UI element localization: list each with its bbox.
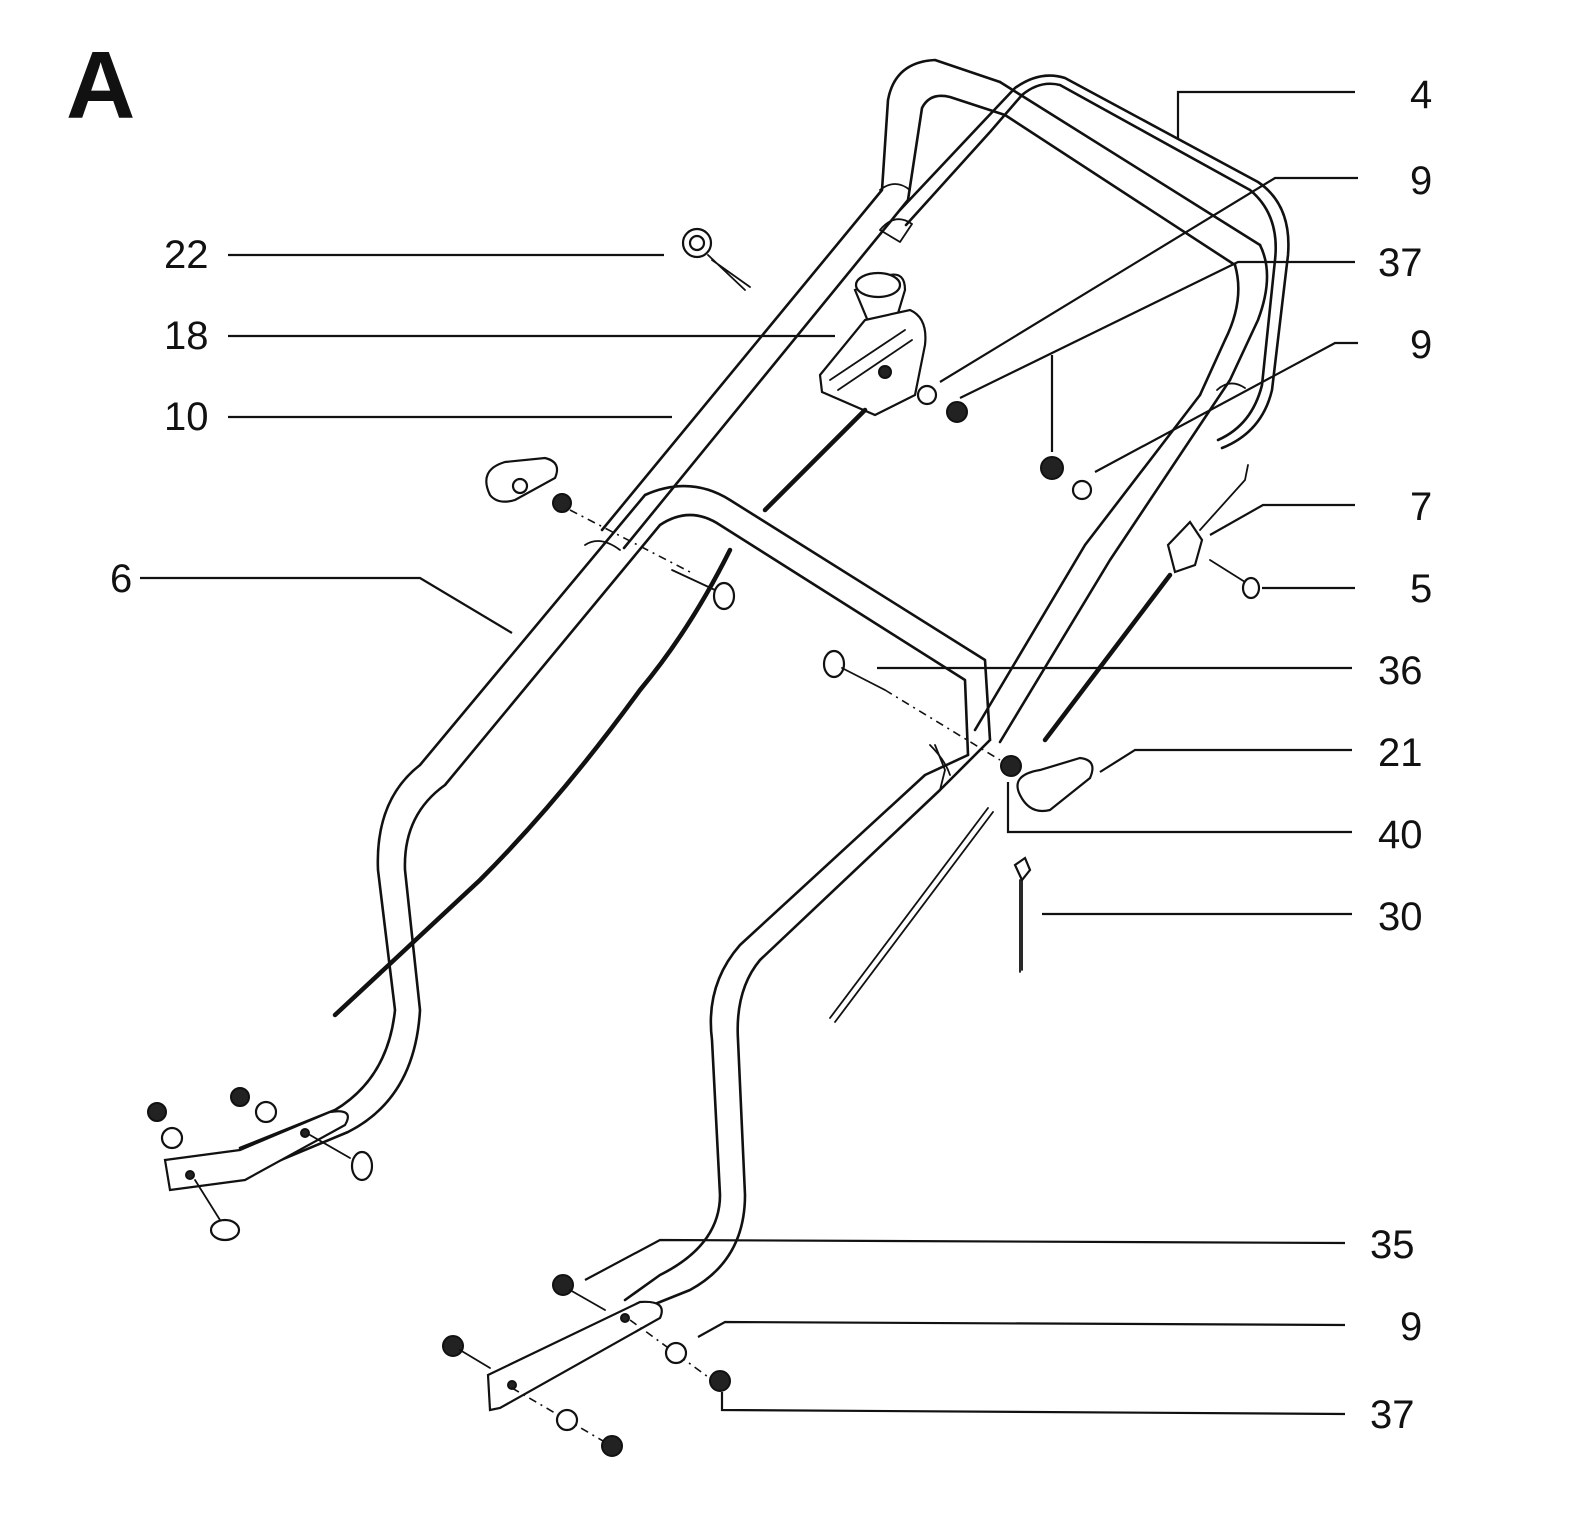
upper-handle bbox=[584, 58, 1269, 744]
upper-right-hardware bbox=[1040, 456, 1093, 501]
right-bracket bbox=[442, 1274, 731, 1457]
section-letter: A bbox=[66, 32, 135, 139]
cable-guide-assembly bbox=[1042, 464, 1261, 743]
callout-30: 30 bbox=[1378, 895, 1423, 939]
callout-6: 6 bbox=[110, 557, 132, 601]
leader-lines bbox=[140, 90, 1358, 1416]
callout-5: 5 bbox=[1410, 567, 1432, 611]
callout-21: 21 bbox=[1378, 731, 1423, 775]
callout-37-bottom: 37 bbox=[1370, 1393, 1415, 1437]
callout-18: 18 bbox=[164, 314, 209, 358]
cable-tie bbox=[1013, 856, 1032, 973]
callout-35: 35 bbox=[1370, 1223, 1415, 1267]
callout-10: 10 bbox=[164, 395, 209, 439]
callout-40: 40 bbox=[1378, 813, 1423, 857]
bail-lever bbox=[879, 74, 1290, 450]
callout-36: 36 bbox=[1378, 649, 1423, 693]
cable-eye bbox=[681, 227, 751, 291]
callout-22: 22 bbox=[164, 233, 209, 277]
callout-9-upper-right: 9 bbox=[1410, 323, 1432, 367]
upper-knob-assembly bbox=[485, 456, 736, 611]
callout-7: 7 bbox=[1410, 485, 1432, 529]
callout-37-top: 37 bbox=[1378, 241, 1423, 285]
callout-4: 4 bbox=[1410, 73, 1432, 117]
cables bbox=[332, 547, 994, 1023]
throttle-control bbox=[762, 271, 968, 513]
lower-handle bbox=[238, 484, 992, 1312]
left-bracket bbox=[147, 1087, 374, 1242]
lower-knob-assembly bbox=[822, 649, 1094, 813]
callout-9-bottom: 9 bbox=[1400, 1305, 1422, 1349]
callout-9-top: 9 bbox=[1410, 159, 1432, 203]
callout-numbers: 4 9 37 22 18 9 10 7 6 5 36 21 40 30 35 9… bbox=[110, 73, 1432, 1437]
